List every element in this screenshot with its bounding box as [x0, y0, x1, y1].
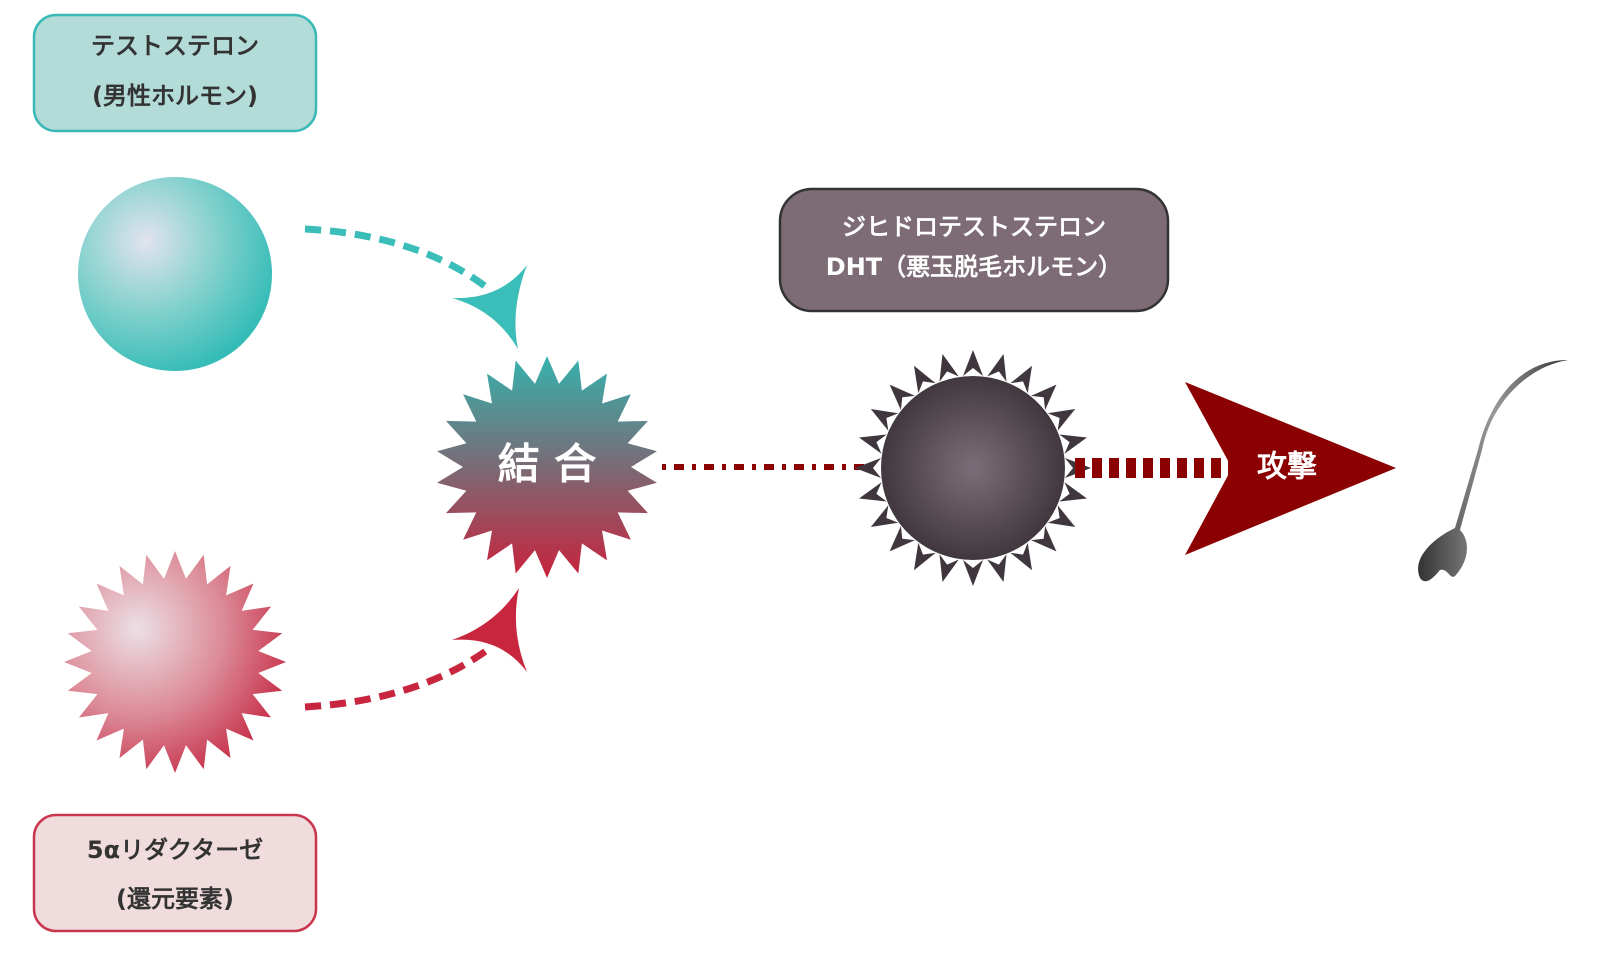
dht-spike: [1059, 482, 1087, 502]
dht-spike: [859, 482, 887, 502]
dht-spike: [914, 365, 936, 394]
dht-subtitle: DHT（悪玉脱毛ホルモン）: [826, 253, 1122, 281]
dht-spike: [855, 458, 881, 478]
dht-label-box: ジヒドロテストステロン DHT（悪玉脱毛ホルモン）: [778, 187, 1170, 313]
dht-spike: [963, 350, 983, 376]
dht-spike: [963, 560, 983, 586]
attack-text: 攻撃: [1257, 450, 1317, 485]
dht-spike: [1031, 384, 1057, 410]
hair-icon: [1418, 360, 1568, 582]
dht-sphere: [881, 376, 1065, 560]
dht-spike: [870, 505, 899, 527]
testosterone-title: テストステロン: [91, 32, 259, 60]
reductase-title: 5αリダクターゼ: [87, 836, 263, 864]
testosterone-label-box: テストステロン (男性ホルモン): [32, 13, 318, 133]
dht-spike: [914, 542, 936, 571]
reductase-arrowhead: [452, 588, 527, 672]
reductase-starburst: [64, 551, 286, 773]
dht-spike: [859, 434, 887, 454]
dht-title: ジヒドロテストステロン: [842, 213, 1106, 241]
reductase-subtitle: (還元要素): [116, 885, 234, 913]
combine-text: 結 合: [498, 440, 597, 489]
dht-spike: [1047, 409, 1076, 431]
dht-spike: [939, 554, 959, 582]
dht-spike: [889, 526, 915, 552]
dht-spike: [1047, 505, 1076, 527]
dht-spike: [1031, 526, 1057, 552]
attack-arrowhead: [1185, 382, 1396, 555]
testosterone-subtitle: (男性ホルモン): [92, 82, 258, 110]
testosterone-sphere: [78, 177, 272, 371]
testosterone-arrowhead: [452, 265, 527, 349]
testosterone-arrow-line: [304, 225, 493, 293]
reductase-arrow-line: [304, 645, 493, 711]
dht-spike: [870, 409, 899, 431]
dht-spike: [1010, 542, 1032, 571]
dht-spike: [939, 354, 959, 382]
dht-spike: [987, 554, 1007, 582]
dht-spike: [1010, 365, 1032, 394]
combine-starburst: [437, 356, 657, 578]
dht-spike: [1059, 434, 1087, 454]
dht-spike: [889, 384, 915, 410]
dht-spike: [987, 354, 1007, 382]
reductase-label-box: 5αリダクターゼ (還元要素): [32, 813, 318, 933]
